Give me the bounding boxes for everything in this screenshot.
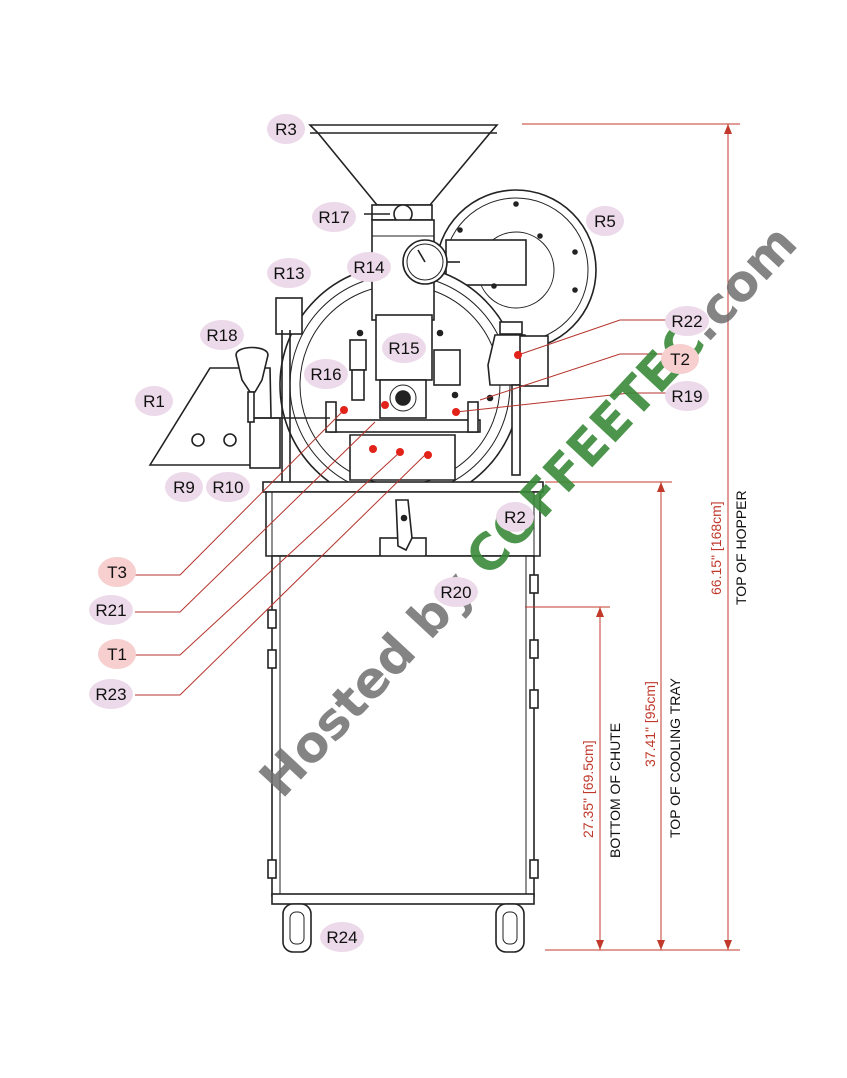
svg-text:R13: R13 <box>273 264 304 283</box>
svg-text:R18: R18 <box>206 326 237 345</box>
svg-text:T2: T2 <box>670 350 690 369</box>
label-r16: R16 <box>304 359 348 389</box>
label-r3: R3 <box>267 114 305 144</box>
svg-text:R1: R1 <box>143 392 165 411</box>
label-r2: R2 <box>496 502 534 532</box>
marker-r22 <box>514 351 522 359</box>
label-r13: R13 <box>267 258 311 288</box>
label-t2: T2 <box>661 344 699 374</box>
svg-text:R15: R15 <box>388 339 419 358</box>
label-r1: R1 <box>135 386 173 416</box>
label-t1: T1 <box>98 639 136 669</box>
label-r23: R23 <box>89 679 133 709</box>
svg-text:R16: R16 <box>310 365 341 384</box>
label-r14: R14 <box>347 252 391 282</box>
label-r9: R9 <box>165 472 203 502</box>
svg-text:R17: R17 <box>318 208 349 227</box>
chute-height-value: 27.35" [69.5cm] <box>580 740 596 838</box>
svg-text:R21: R21 <box>95 601 126 620</box>
dimension-lines <box>522 123 740 951</box>
tray-height-label: TOP OF COOLING TRAY <box>667 677 683 838</box>
svg-text:T1: T1 <box>107 645 127 664</box>
marker-t1 <box>369 445 377 453</box>
drum-door-block <box>325 379 481 481</box>
exhaust-box <box>275 297 303 335</box>
svg-text:R20: R20 <box>440 583 471 602</box>
hopper-height-value: 66.15" [168cm] <box>708 501 724 595</box>
marker-r21 <box>381 401 389 409</box>
halogen-lamp <box>487 321 549 476</box>
label-r17: R17 <box>312 202 356 232</box>
label-r22: R22 <box>665 306 709 336</box>
sensor-markers <box>340 351 522 459</box>
bean-hopper <box>308 124 499 224</box>
tray-height-value: 37.41" [95cm] <box>642 681 658 767</box>
base-cabinet <box>267 555 539 905</box>
marker-r23 <box>396 448 404 456</box>
marker-t2 <box>424 451 432 459</box>
svg-text:R14: R14 <box>353 258 384 277</box>
marker-t3 <box>340 406 348 414</box>
svg-text:R23: R23 <box>95 685 126 704</box>
svg-text:R24: R24 <box>326 928 357 947</box>
svg-text:R10: R10 <box>212 478 243 497</box>
caster-wheels <box>282 903 525 953</box>
svg-text:R5: R5 <box>594 212 616 231</box>
svg-text:R9: R9 <box>173 478 195 497</box>
chute-height-label: BOTTOM OF CHUTE <box>607 723 623 858</box>
label-r10: R10 <box>206 472 250 502</box>
svg-text:T3: T3 <box>107 563 127 582</box>
svg-text:R3: R3 <box>275 120 297 139</box>
label-r24: R24 <box>320 922 364 952</box>
roaster-machine <box>148 124 597 953</box>
label-r19: R19 <box>665 381 709 411</box>
control-panel <box>148 346 330 469</box>
leader-lines <box>135 319 670 696</box>
sight-glass <box>349 339 367 401</box>
svg-text:R19: R19 <box>671 387 702 406</box>
label-r5: R5 <box>586 206 624 236</box>
label-r20: R20 <box>434 577 478 607</box>
marker-r19 <box>452 408 460 416</box>
label-r18: R18 <box>200 320 244 350</box>
svg-text:R2: R2 <box>504 508 526 527</box>
part-labels: R3 R17 R5 R13 R14 R18 R15 R16 R1 R22 T2 … <box>89 114 709 952</box>
label-r15: R15 <box>382 333 426 363</box>
svg-text:R22: R22 <box>671 312 702 331</box>
label-t3: T3 <box>98 557 136 587</box>
hopper-height-label: TOP OF HOPPER <box>733 490 749 605</box>
label-r21: R21 <box>89 595 133 625</box>
